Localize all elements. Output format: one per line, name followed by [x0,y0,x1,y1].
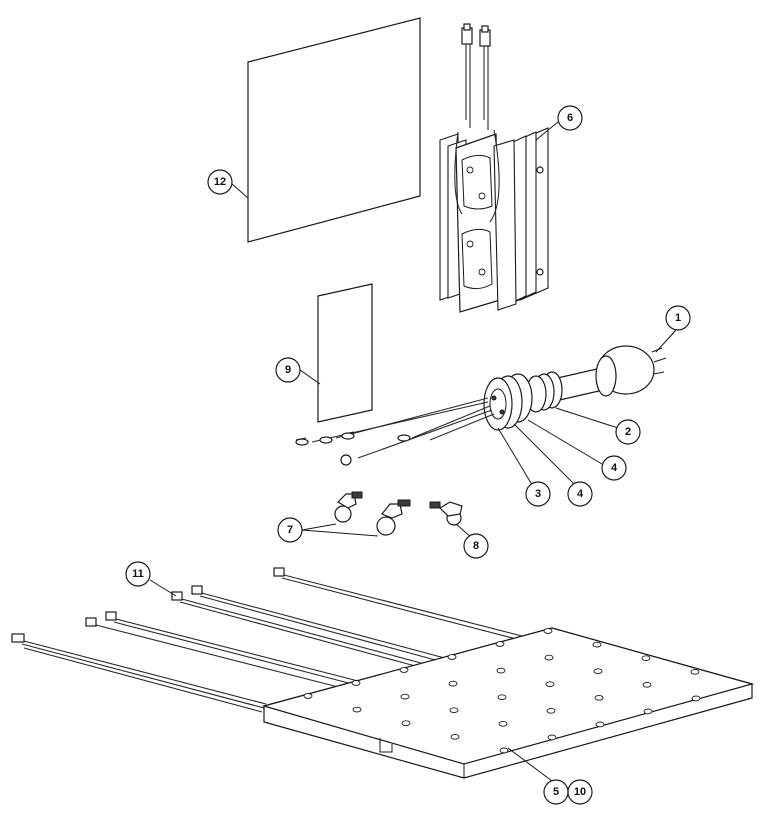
plate-hole [495,641,505,647]
callout-3-label: 3 [535,488,541,500]
plate-hole [497,694,507,701]
callout-4-upper: 4 [601,455,627,481]
part-7-terminals [334,491,411,536]
callout-3: 3 [525,481,551,507]
plate-hole [400,693,410,700]
plate-hole [593,668,603,675]
part-9-panel [317,283,373,423]
plate-hole [496,667,506,674]
callout-4-lower-label: 4 [577,488,584,500]
part-5-10-plate [261,627,755,779]
callout-7-label: 7 [287,524,293,536]
plate-holes [303,628,701,754]
plate-hole [450,733,460,740]
callout-8: 8 [463,533,489,559]
callout-4-lower: 4 [567,481,593,507]
plate-hole [448,680,458,687]
callout-8-label: 8 [473,540,479,552]
plate-hole [447,654,457,660]
plate-hole [449,707,459,714]
callout-5-label: 5 [553,786,559,798]
plate-hole [594,694,604,701]
callout-10-label: 10 [574,786,586,798]
plate-hole [352,706,362,713]
plate-hole [691,695,701,702]
callout-1: 1 [665,305,691,331]
callout-1-label: 1 [675,312,681,324]
plate-hole [595,721,605,728]
plate-hole [641,655,651,662]
callout-10: 10 [567,779,593,805]
callout-11: 11 [125,561,151,587]
plate-hole [303,693,313,699]
plate-hole [642,681,652,688]
callout-12-label: 12 [214,176,226,188]
plate-hole [498,720,508,727]
plate-hole [351,680,361,686]
shaft-assembly [295,345,667,466]
plate-hole [499,747,509,754]
callout-6-label: 6 [567,112,573,124]
callout-6: 6 [557,105,583,131]
plate-hole [545,681,555,688]
part-6-heatsink-assembly [439,23,549,313]
plate-hole [547,734,557,741]
callout-2-label: 2 [625,426,631,438]
callout-4-upper-label: 4 [611,462,618,474]
callout-2: 2 [615,419,641,445]
plate-hole [401,720,411,727]
plate-hole [544,654,554,661]
plate-hole [643,708,653,715]
callout-9-label: 9 [285,364,291,376]
leader-lines [149,121,677,785]
callout-5: 5 [543,779,569,805]
plate-hole [546,707,556,714]
callout-11-label: 11 [132,568,144,580]
callout-7: 7 [277,517,303,543]
callout-9: 9 [275,357,301,383]
plate-hole [399,667,409,673]
part-8-terminal [429,501,463,526]
part-12-panel [247,17,421,243]
plate-hole [592,641,602,648]
callout-12: 12 [207,169,233,195]
plate-hole [543,628,553,634]
plate-hole [690,668,700,675]
part-11-rods [11,567,523,713]
